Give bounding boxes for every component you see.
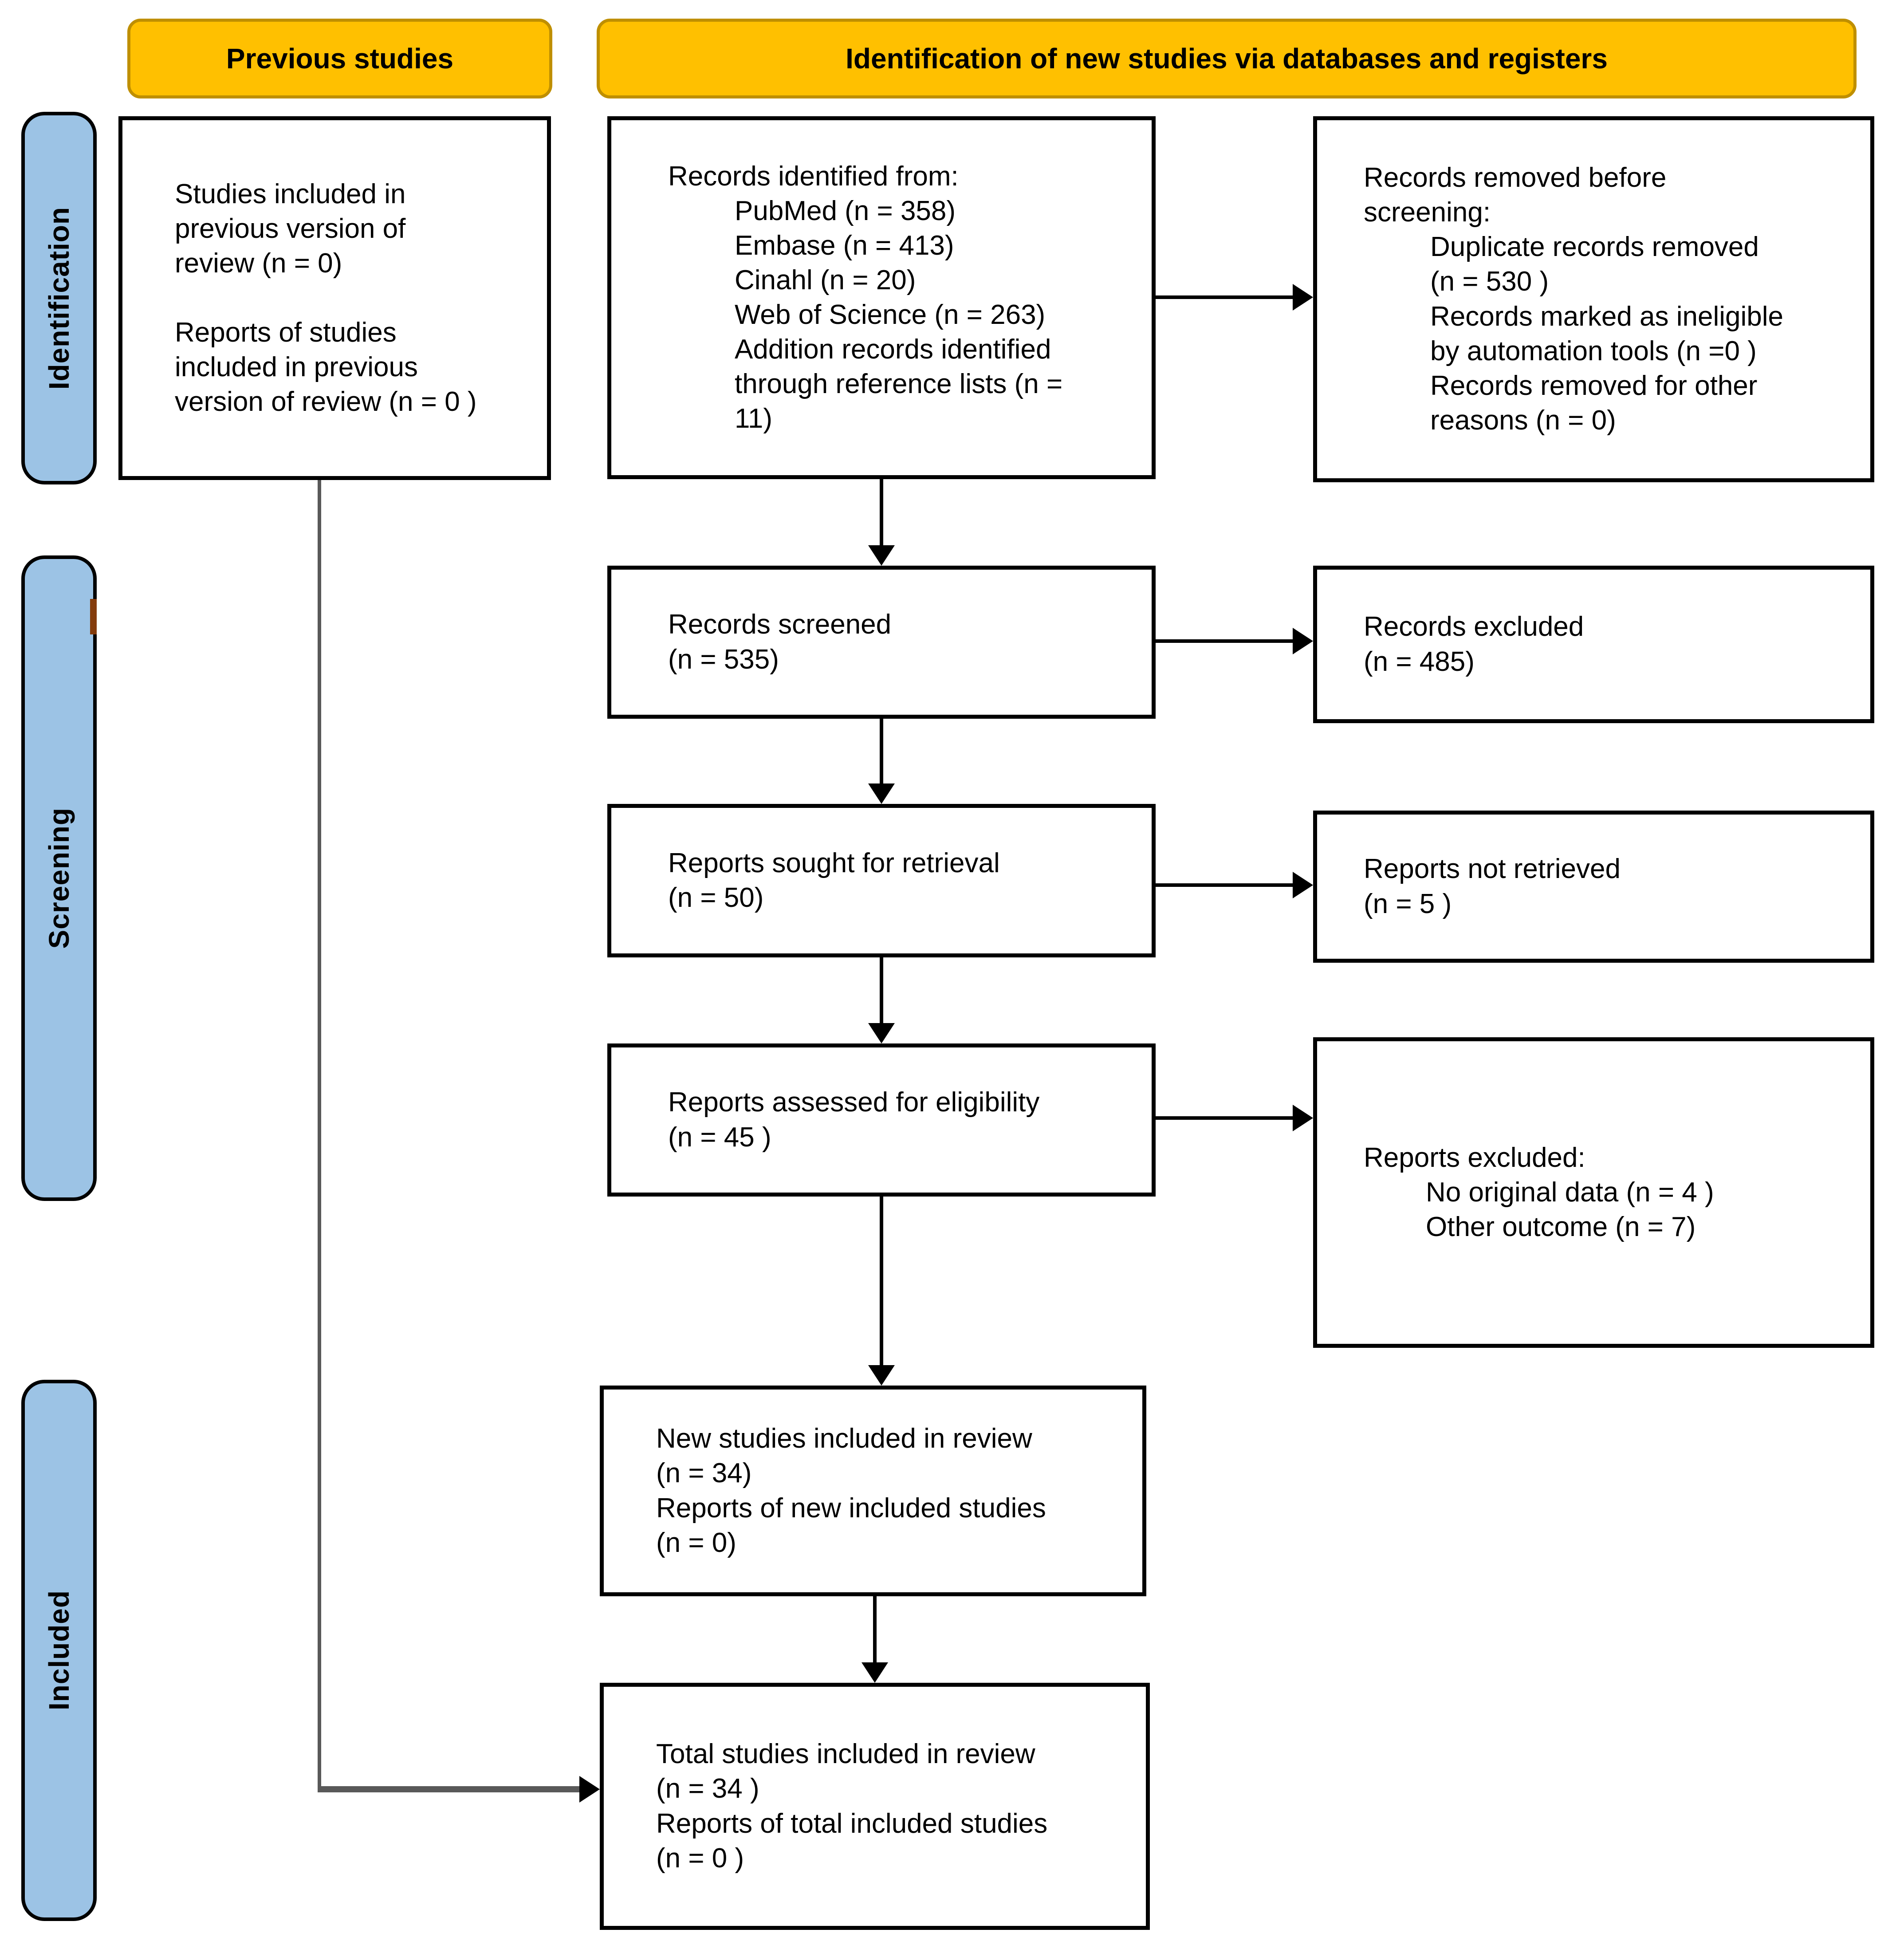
box-previous-studies-text: Studies included in previous version of …: [175, 178, 477, 417]
arrow-sought-to-assessed-head: [868, 1023, 895, 1043]
stage-screening-label: Screening: [43, 807, 75, 949]
box-reports-not-retrieved: Reports not retrieved (n = 5 ): [1313, 811, 1874, 963]
box-records-excluded: Records excluded (n = 485): [1313, 566, 1874, 723]
stage-screening: Screening: [21, 555, 97, 1201]
box-reports-assessed: Reports assessed for eligibility (n = 45…: [607, 1043, 1156, 1197]
arrow-identified-to-removed-head: [1293, 284, 1313, 311]
box-reports-sought: Reports sought for retrieval (n = 50): [607, 804, 1156, 957]
box-records-excluded-text: Records excluded (n = 485): [1364, 611, 1584, 677]
box-new-studies-text: New studies included in review (n = 34) …: [656, 1423, 1046, 1558]
arrow-sought-to-not-retrieved-line: [1156, 883, 1294, 887]
box-total-studies-text: Total studies included in review (n = 34…: [656, 1739, 1048, 1874]
arrow-assessed-to-excluded-line: [1156, 1116, 1294, 1120]
arrow-new-to-total-line: [873, 1596, 877, 1664]
box-reports-assessed-text: Reports assessed for eligibility (n = 45…: [668, 1087, 1040, 1153]
arrow-assessed-to-excluded-head: [1293, 1105, 1313, 1131]
header-previous-studies-label: Previous studies: [226, 43, 454, 75]
arrow-screened-to-sought-line: [880, 719, 883, 785]
box-records-screened-text: Records screened (n = 535): [668, 609, 892, 675]
arrow-assessed-to-new-studies-head: [868, 1365, 895, 1386]
box-records-removed-items: Duplicate records removed (n = 530 ) Rec…: [1430, 232, 1784, 436]
box-previous-studies: Studies included in previous version of …: [118, 116, 551, 480]
box-records-screened: Records screened (n = 535): [607, 566, 1156, 719]
box-reports-excluded-items: No original data (n = 4 ) Other outcome …: [1426, 1177, 1714, 1243]
arrow-sought-to-assessed-line: [880, 957, 883, 1025]
arrow-new-to-total-head: [862, 1662, 888, 1683]
box-reports-excluded: Reports excluded: No original data (n = …: [1313, 1037, 1874, 1348]
arrow-assessed-to-new-studies-line: [880, 1197, 883, 1367]
screening-stage-mark: [90, 599, 97, 634]
box-reports-excluded-intro: Reports excluded:: [1364, 1142, 1585, 1173]
stage-identification-label: Identification: [43, 206, 75, 390]
header-previous-studies: Previous studies: [127, 19, 552, 98]
arrow-identified-to-screened-head: [868, 545, 895, 566]
box-records-removed-intro: Records removed before screening:: [1364, 162, 1667, 228]
arrow-screened-to-sought-head: [868, 783, 895, 804]
header-identification-new-studies-label: Identification of new studies via databa…: [846, 43, 1608, 75]
box-records-removed: Records removed before screening: Duplic…: [1313, 116, 1874, 482]
box-records-identified: Records identified from: PubMed (n = 358…: [607, 116, 1156, 479]
stage-included-label: Included: [43, 1590, 75, 1711]
arrow-screened-to-excluded-line: [1156, 639, 1294, 643]
box-reports-not-retrieved-text: Reports not retrieved (n = 5 ): [1364, 854, 1621, 919]
stage-included: Included: [21, 1380, 97, 1921]
arrow-sought-to-not-retrieved-head: [1293, 872, 1313, 898]
arrow-screened-to-excluded-head: [1293, 628, 1313, 654]
connector-previous-to-total-head: [579, 1776, 600, 1803]
box-new-studies: New studies included in review (n = 34) …: [600, 1386, 1146, 1596]
connector-previous-to-total-vertical: [318, 480, 321, 1792]
box-reports-sought-text: Reports sought for retrieval (n = 50): [668, 847, 1000, 913]
box-total-studies: Total studies included in review (n = 34…: [600, 1683, 1150, 1930]
connector-previous-to-total-horizontal: [318, 1786, 580, 1792]
arrow-identified-to-removed-line: [1156, 295, 1294, 299]
box-records-identified-items: PubMed (n = 358) Embase (n = 413) Cinahl…: [735, 195, 1063, 434]
box-records-identified-intro: Records identified from:: [668, 161, 959, 192]
header-identification-new-studies: Identification of new studies via databa…: [597, 19, 1857, 98]
arrow-identified-to-screened-line: [880, 479, 883, 547]
stage-identification: Identification: [21, 112, 97, 484]
